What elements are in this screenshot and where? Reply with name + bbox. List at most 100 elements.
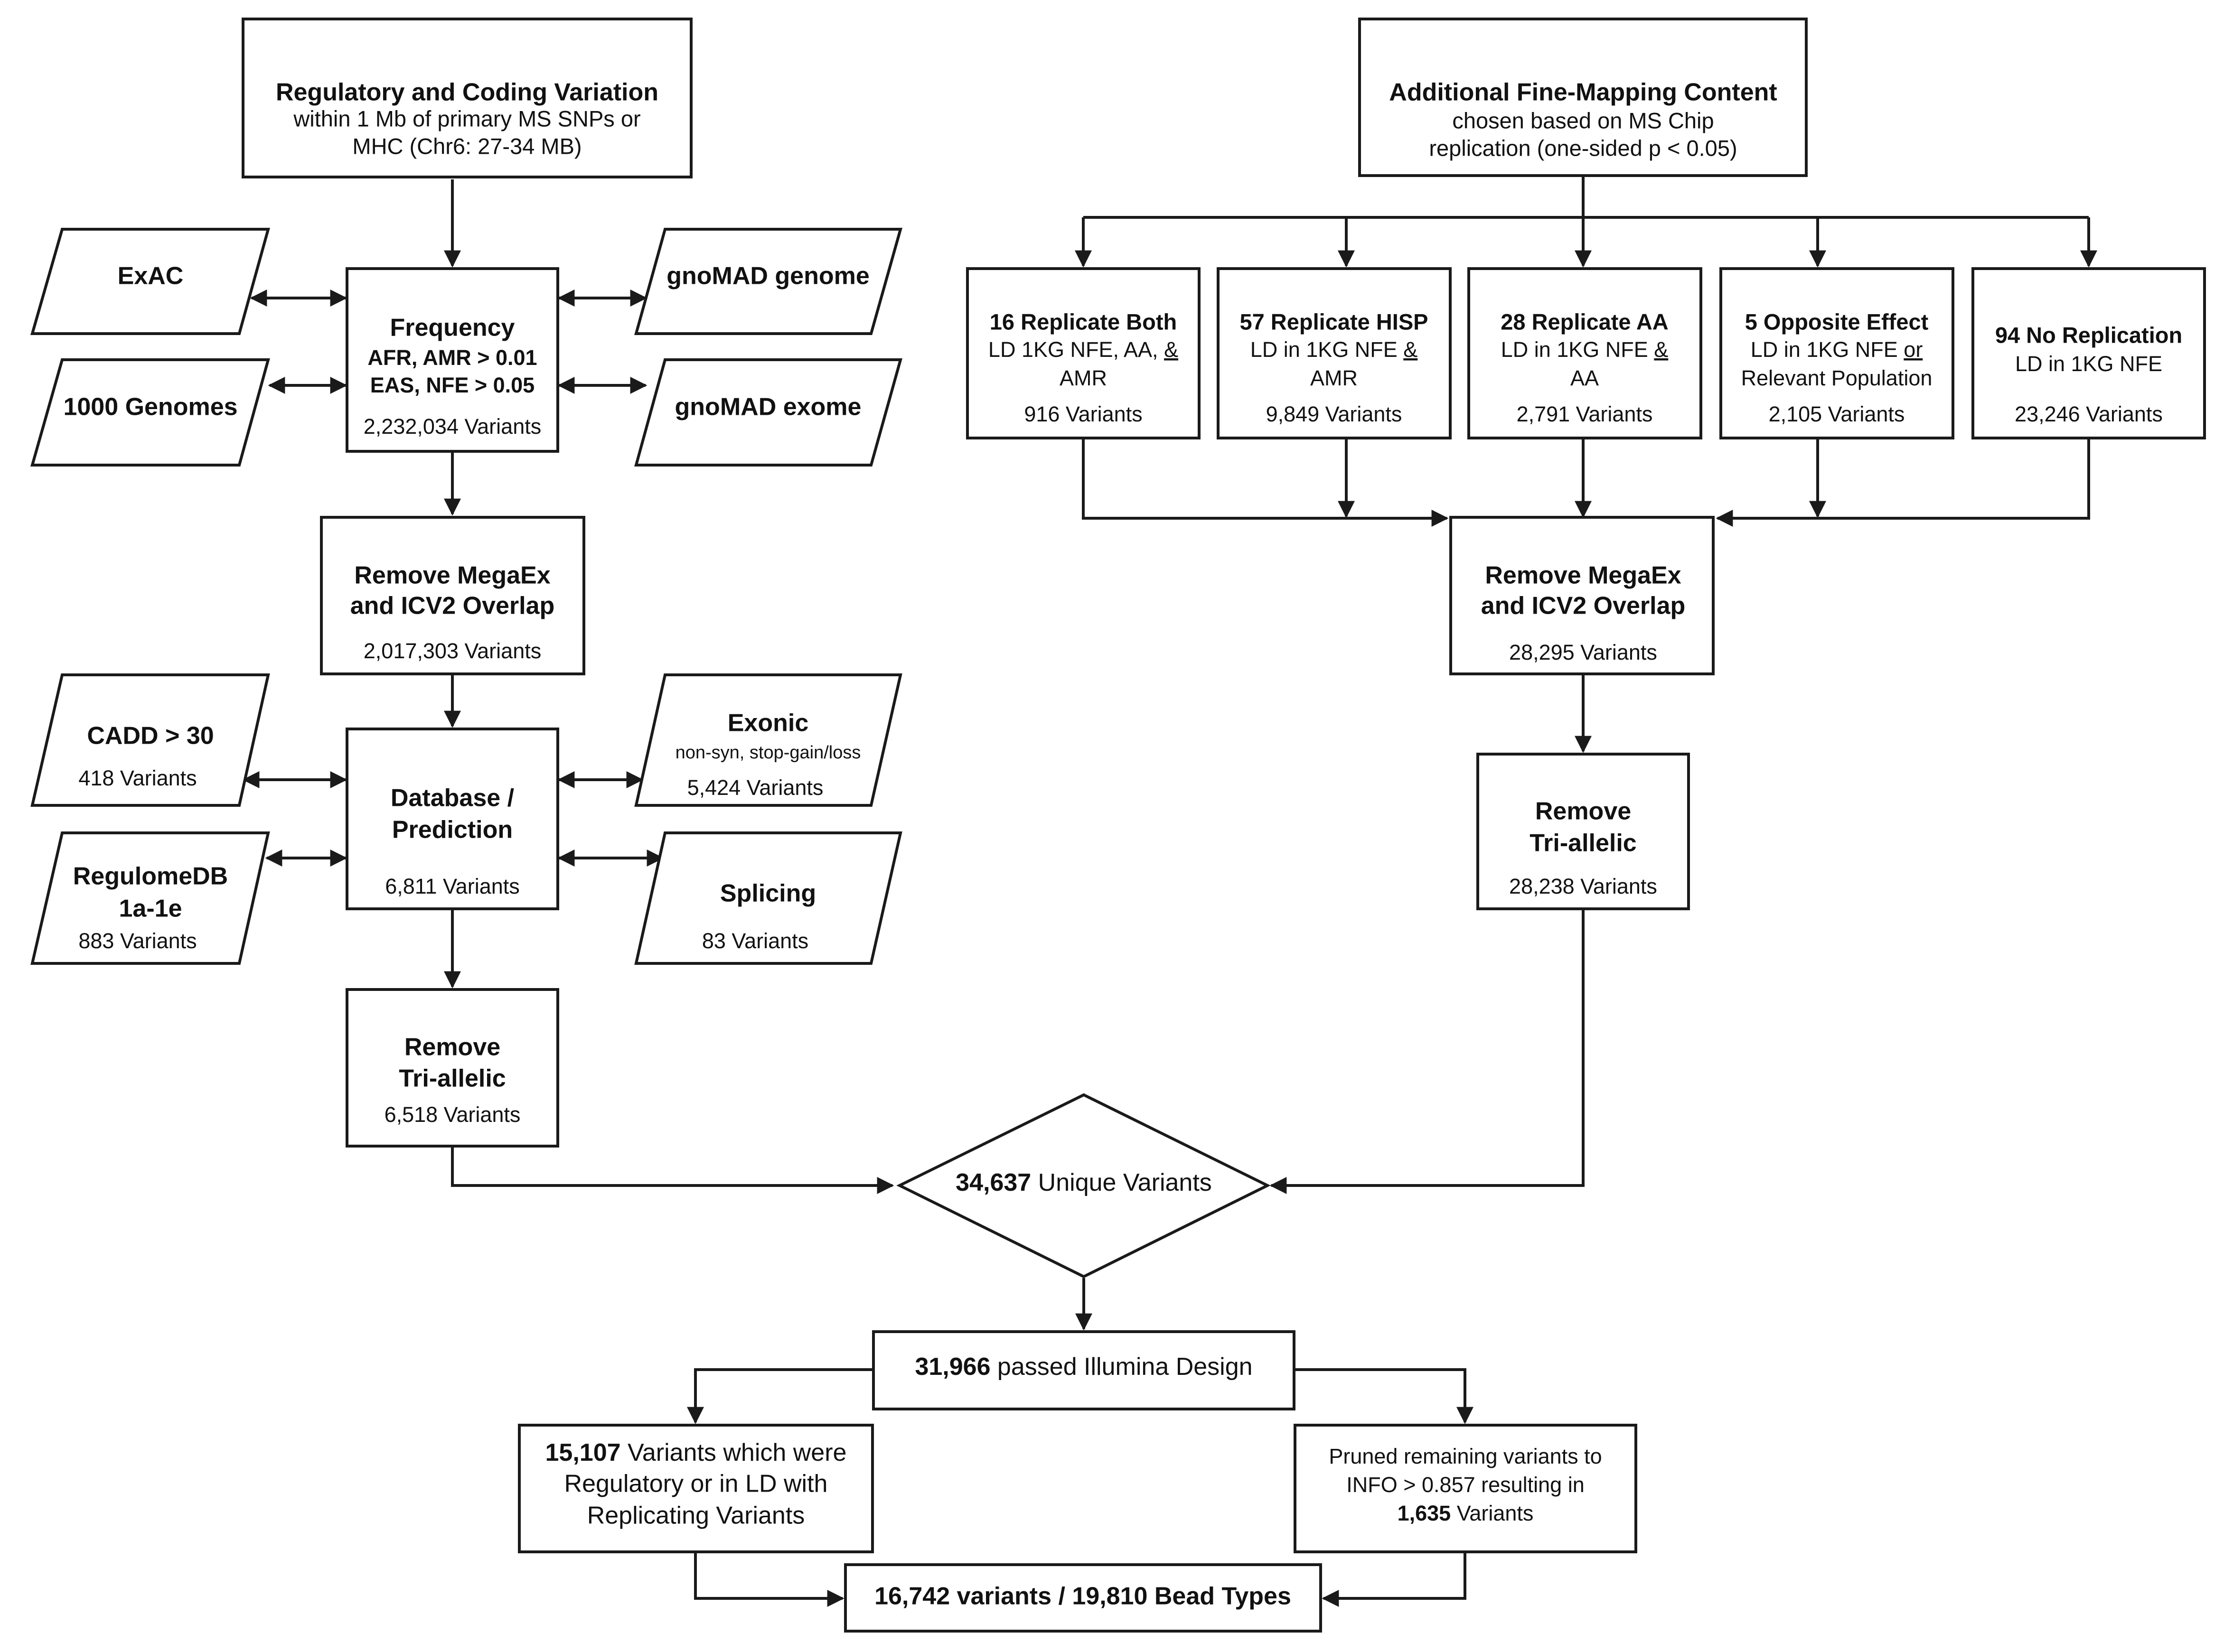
pruned-line3: 1,635 Variants (1398, 1501, 1534, 1525)
top-right-line2: replication (one-sided p < 0.05) (1429, 135, 1737, 160)
top-left-line2: MHC (Chr6: 27-34 MB) (352, 133, 582, 159)
replicate-both-line1-underline: & (1164, 337, 1178, 362)
edge-illumina-to-regulatory (687, 1368, 873, 1424)
edge-norep-to-overlap (1716, 439, 2090, 527)
left-triallelic-line2: Tri-allelic (399, 1065, 506, 1092)
right-remove-overlap-count: 28,295 Variants (1509, 640, 1657, 664)
regulomedb-count: 883 Variants (78, 929, 197, 953)
frequency-line2: EAS, NFE > 0.05 (370, 373, 535, 397)
splicing-count: 83 Variants (702, 929, 808, 953)
replicate-aa-line1-text: LD in 1KG NFE (1501, 337, 1654, 362)
1000-genomes-label: 1000 Genomes (63, 393, 237, 421)
left-remove-overlap-count: 2,017,303 Variants (364, 639, 541, 663)
right-triallelic-line2: Tri-allelic (1530, 830, 1636, 857)
top-right-box: Additional Fine-Mapping Content chosen b… (1358, 18, 1808, 177)
left-triallelic-count: 6,518 Variants (385, 1102, 521, 1127)
top-right-title: Additional Fine-Mapping Content (1389, 79, 1777, 106)
opposite-effect-count: 2,105 Variants (1769, 402, 1905, 426)
replicate-hisp-count: 9,849 Variants (1266, 402, 1402, 426)
exac-label: ExAC (118, 262, 184, 290)
edge-pruned-to-final (1322, 1553, 1466, 1607)
edge-rep-both-to-overlap (1082, 439, 1449, 527)
exonic-box: Exonic non-syn, stop-gain/loss 5,424 Var… (634, 673, 902, 807)
final-label: 16,742 variants / 19,810 Bead Types (874, 1583, 1291, 1610)
frequency-count: 2,232,034 Variants (364, 414, 541, 439)
opposite-effect-line1-text: LD in 1KG NFE (1751, 337, 1904, 362)
left-remove-triallelic-box: Remove Tri-allelic 6,518 Variants (346, 988, 559, 1148)
regulomedb-line1: RegulomeDB (73, 863, 228, 890)
exonic-title: Exonic (728, 709, 809, 737)
regulatory-line1: 15,107 Variants which were (545, 1439, 847, 1466)
frequency-line1: AFR, AMR > 0.01 (367, 345, 537, 370)
exonic-subtitle: non-syn, stop-gain/loss (676, 743, 861, 763)
splicing-title: Splicing (720, 880, 816, 907)
no-replication-count: 23,246 Variants (2015, 402, 2163, 426)
pruned-variants-box: Pruned remaining variants to INFO > 0.85… (1294, 1424, 1637, 1553)
replicate-both-line2: AMR (1060, 366, 1107, 390)
gnomad-genome-box: gnoMAD genome (634, 228, 902, 335)
left-remove-overlap-line2: and ICV2 Overlap (350, 592, 555, 620)
no-replication-line1: LD in 1KG NFE (2015, 352, 2162, 376)
regulomedb-line2: 1a-1e (119, 895, 182, 923)
left-remove-overlap-line1: Remove MegaEx (354, 562, 550, 589)
replicate-aa-count: 2,791 Variants (1517, 402, 1653, 426)
replicate-aa-line1-underline: & (1654, 337, 1668, 362)
opposite-effect-line2: Relevant Population (1741, 366, 1933, 390)
top-right-line1: chosen based on MS Chip (1452, 108, 1714, 133)
illumina-count: 31,966 (915, 1353, 990, 1381)
regulatory-count: 15,107 (545, 1439, 621, 1466)
regulomedb-box: RegulomeDB 1a-1e 883 Variants (30, 831, 270, 965)
regulatory-variants-box: 15,107 Variants which were Regulatory or… (518, 1424, 874, 1553)
right-remove-overlap-line1: Remove MegaEx (1485, 562, 1681, 589)
replicate-both-title: 16 Replicate Both (990, 309, 1177, 334)
frequency-title: Frequency (390, 314, 515, 342)
opposite-effect-line1: LD in 1KG NFE or (1751, 337, 1923, 362)
right-remove-triallelic-box: Remove Tri-allelic 28,238 Variants (1476, 753, 1690, 910)
database-prediction-box: Database / Prediction 6,811 Variants (346, 728, 559, 910)
regulatory-line3: Replicating Variants (587, 1502, 805, 1530)
top-left-box: Regulatory and Coding Variation within 1… (242, 18, 693, 178)
right-triallelic-count: 28,238 Variants (1509, 874, 1657, 898)
pruned-line3-text: Variants (1451, 1501, 1533, 1525)
replicate-aa-box: 28 Replicate AA LD in 1KG NFE & AA 2,791… (1467, 267, 1702, 439)
top-left-title: Regulatory and Coding Variation (276, 79, 658, 106)
pruned-line1: Pruned remaining variants to (1329, 1444, 1602, 1468)
database-count: 6,811 Variants (385, 874, 520, 898)
gnomad-exome-box: gnoMAD exome (634, 358, 902, 467)
replicate-hisp-line1-text: LD in 1KG NFE (1250, 337, 1404, 362)
replicate-hisp-title: 57 Replicate HISP (1239, 309, 1428, 334)
regulatory-line1-text: Variants which were (621, 1439, 847, 1466)
replicate-both-line1-text: LD 1KG NFE, AA, (988, 337, 1164, 362)
cadd-box: CADD > 30 418 Variants (30, 673, 270, 807)
pruned-count: 1,635 (1398, 1501, 1451, 1525)
replicate-hisp-box: 57 Replicate HISP LD in 1KG NFE & AMR 9,… (1217, 267, 1452, 439)
exonic-count: 5,424 Variants (687, 775, 824, 800)
left-triallelic-line1: Remove (404, 1034, 500, 1061)
splicing-box: Splicing 83 Variants (634, 831, 902, 965)
top-left-line1: within 1 Mb of primary MS SNPs or (293, 106, 640, 131)
edge-illumina-to-pruned (1294, 1368, 1473, 1424)
cadd-count: 418 Variants (78, 766, 197, 790)
illumina-box: 31,966 passed Illumina Design (872, 1330, 1295, 1410)
replicate-aa-line2: AA (1570, 366, 1599, 390)
edge-left-triallelic-to-unique (451, 1148, 894, 1194)
right-triallelic-line1: Remove (1535, 798, 1631, 825)
frequency-box: Frequency AFR, AMR > 0.01 EAS, NFE > 0.0… (346, 267, 559, 453)
illumina-text: passed Illumina Design (990, 1353, 1252, 1381)
opposite-effect-box: 5 Opposite Effect LD in 1KG NFE or Relev… (1719, 267, 1954, 439)
replicate-hisp-line1: LD in 1KG NFE & (1250, 337, 1418, 362)
regulatory-line2: Regulatory or in LD with (564, 1470, 828, 1498)
exac-box: ExAC (30, 228, 270, 335)
right-remove-overlap-box: Remove MegaEx and ICV2 Overlap 28,295 Va… (1449, 516, 1715, 675)
unique-variants-label: 34,637 Unique Variants (956, 1169, 1212, 1196)
unique-variants-count: 34,637 (956, 1169, 1031, 1196)
gnomad-genome-label: gnoMAD genome (666, 262, 870, 290)
edge-right-triallelic-to-unique (1269, 910, 1585, 1194)
opposite-effect-title: 5 Opposite Effect (1745, 309, 1929, 334)
replicate-both-count: 916 Variants (1024, 402, 1142, 426)
no-replication-box: 94 No Replication LD in 1KG NFE 23,246 V… (1971, 267, 2206, 439)
unique-variants-text: Unique Variants (1031, 1169, 1212, 1196)
gnomad-exome-label: gnoMAD exome (675, 393, 862, 421)
replicate-aa-title: 28 Replicate AA (1501, 309, 1669, 334)
